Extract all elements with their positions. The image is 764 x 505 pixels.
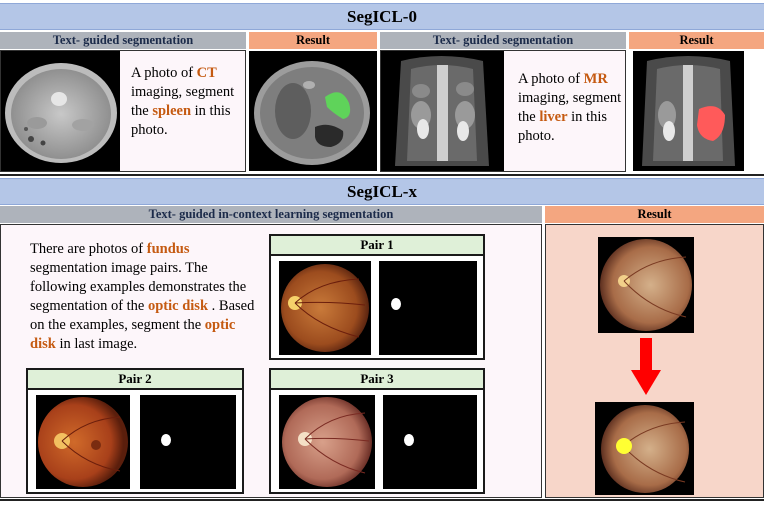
segicl0-left-header: Text- guided segmentation (0, 32, 246, 49)
mr-scan-image (381, 51, 504, 171)
segiclx-title: SegICL-x (347, 181, 417, 201)
fundus-image (36, 395, 130, 489)
fundus-image (598, 237, 694, 333)
pair-1-box: Pair 1 (269, 234, 485, 360)
ct-result-image (249, 51, 377, 171)
mr-modality-highlight: MR (583, 71, 608, 87)
segicl0-bottom-rule (0, 174, 764, 176)
segicl0-right-header: Text- guided segmentation (380, 32, 626, 49)
spleen-highlight: spleen (152, 103, 192, 119)
segicl0-title-bar: SegICL-0 (0, 3, 764, 30)
mask-image (379, 261, 477, 355)
pair-2-title: Pair 2 (28, 370, 242, 390)
fundus-highlight: fundus (146, 241, 190, 257)
segiclx-left-header: Text- guided in-context learning segment… (0, 206, 542, 223)
optic-disk-highlight-2: optic disk (30, 317, 236, 352)
pair-3-title: Pair 3 (271, 370, 483, 390)
pair-3-box: Pair 3 (269, 368, 485, 494)
bottom-rule (0, 499, 764, 501)
liver-highlight: liver (539, 109, 568, 125)
segicl0-right-result-header: Result (629, 32, 764, 49)
segicl0-title: SegICL-0 (347, 6, 417, 26)
segiclx-title-bar: SegICL-x (0, 178, 764, 205)
pair-2-box: Pair 2 (26, 368, 244, 494)
mask-image (383, 395, 477, 489)
fundus-image (279, 261, 371, 355)
mr-result-image (633, 51, 744, 171)
ct-scan-image (1, 51, 120, 171)
segiclx-instruction-text: There are photos of fundus segmentation … (30, 241, 255, 352)
mask-image (140, 395, 236, 489)
pair-1-title: Pair 1 (271, 236, 483, 256)
segicl0-left-result-header: Result (249, 32, 377, 49)
ct-prompt-text: A photo of CT imaging, segment the splee… (131, 65, 235, 138)
fundus-image (595, 402, 694, 495)
red-down-arrow (631, 338, 661, 395)
ct-modality-highlight: CT (196, 65, 217, 81)
mr-prompt-text: A photo of MR imaging, segment the liver… (518, 71, 622, 144)
optic-disk-highlight: optic disk (147, 298, 209, 314)
segiclx-result-header: Result (545, 206, 764, 223)
fundus-image (279, 395, 375, 489)
